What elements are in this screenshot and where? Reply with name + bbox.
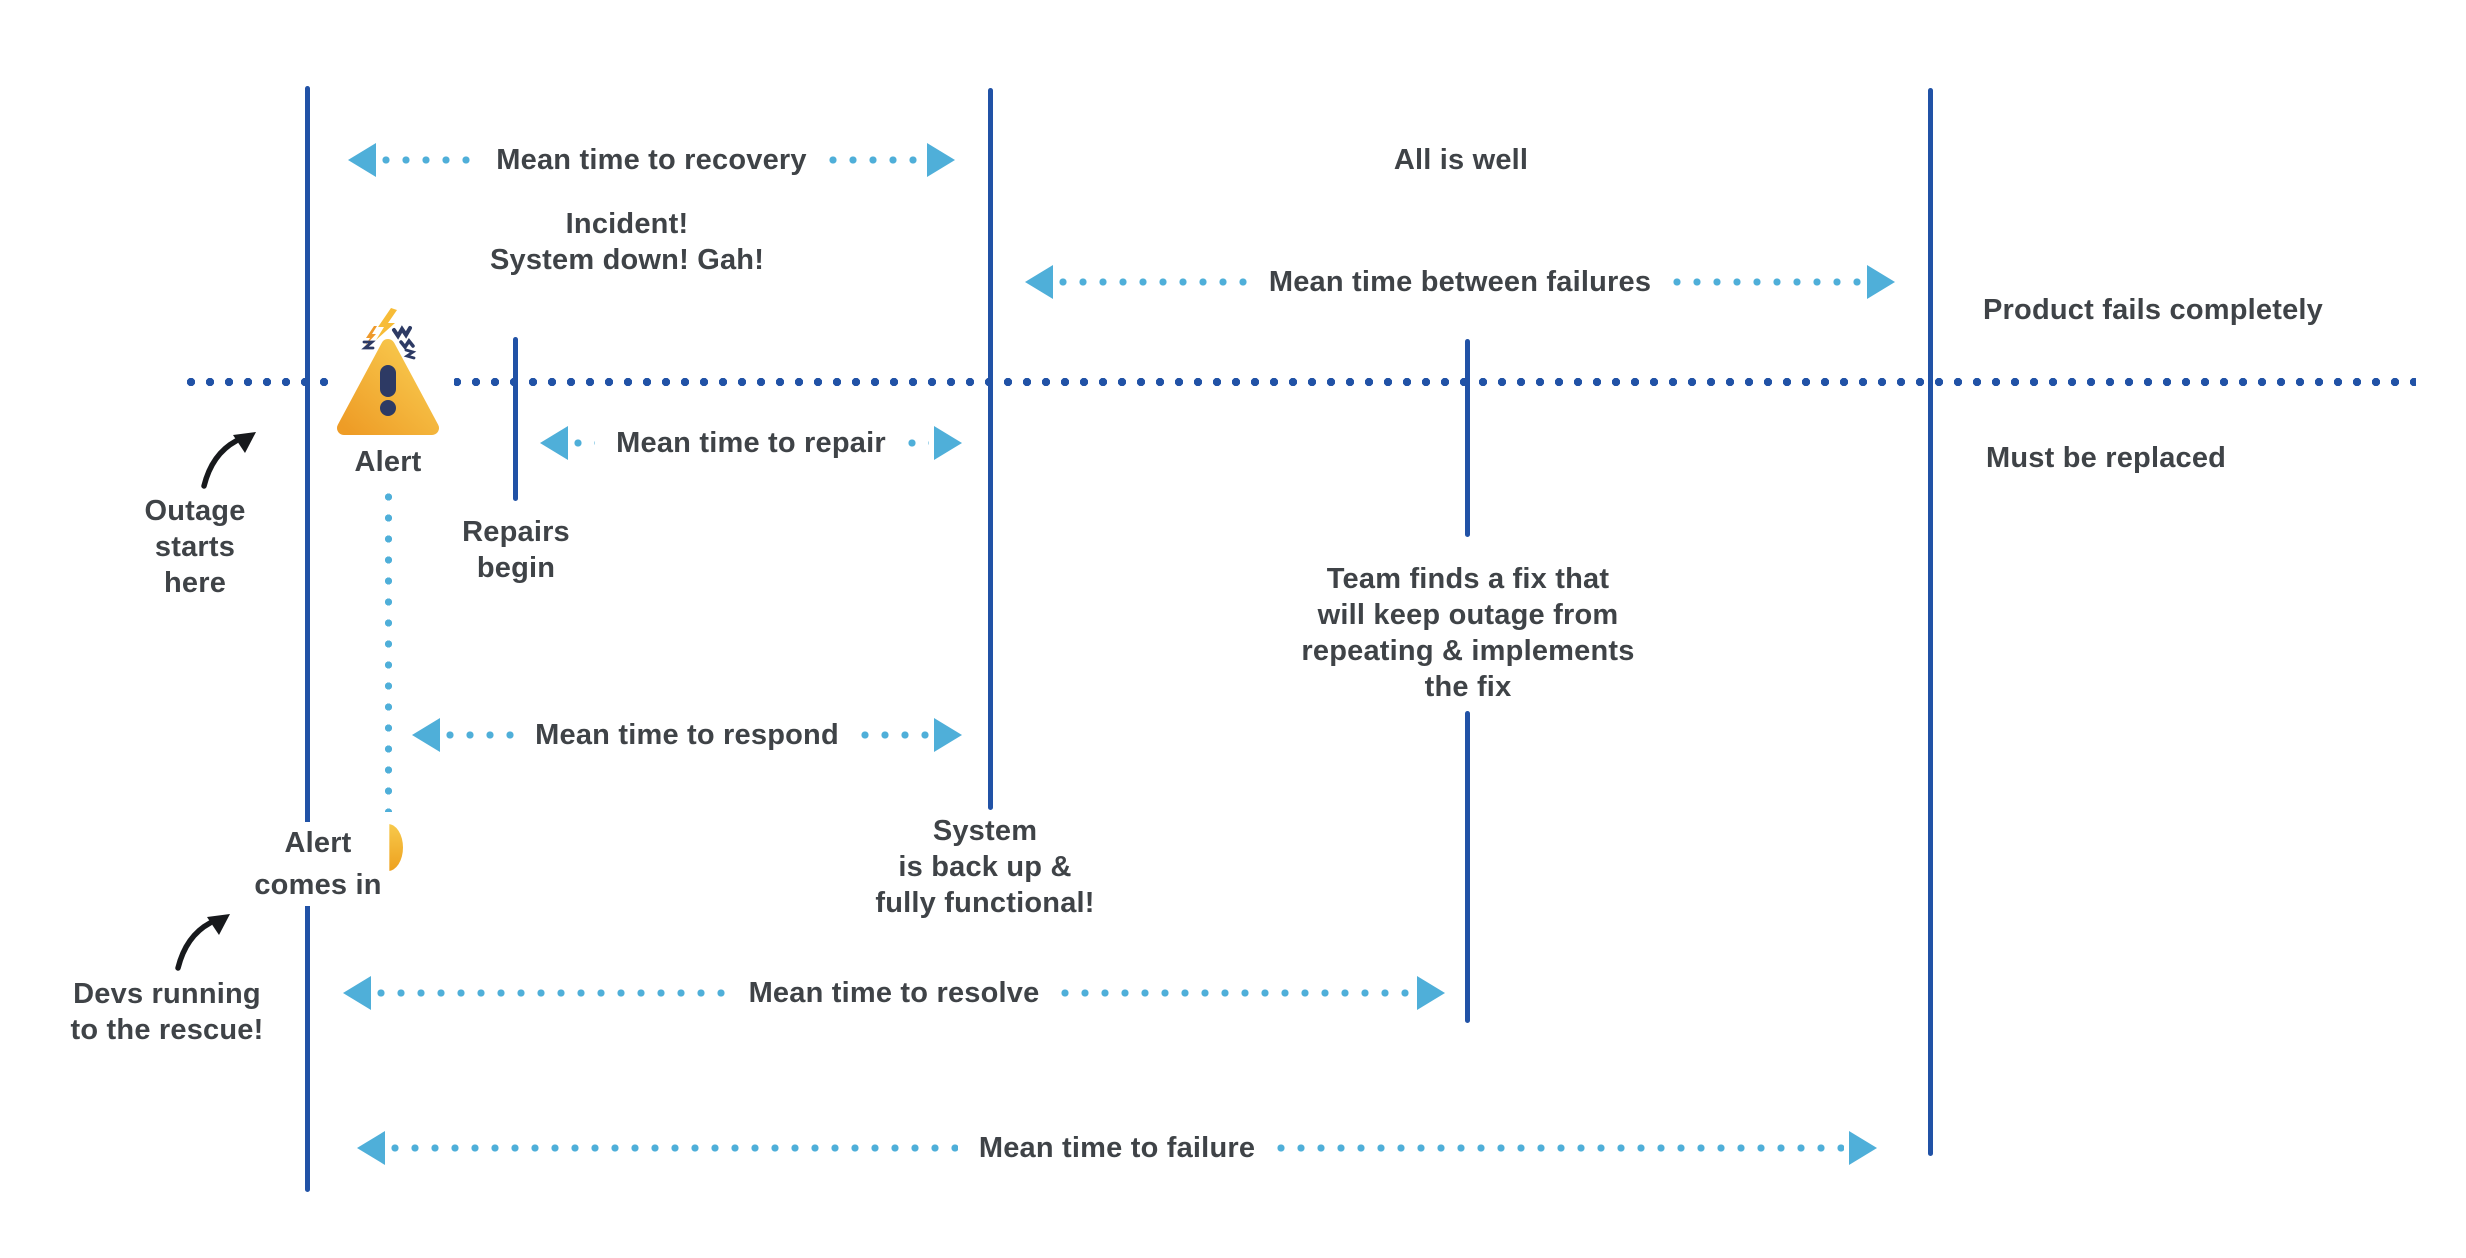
annotation-all-is-well: All is well (1393, 144, 1529, 176)
event-tick-repairs-begin (513, 337, 518, 501)
arrow-mean-time-to-respond: Mean time to respond (412, 717, 963, 753)
alert-sparks-icon (361, 308, 417, 360)
annotation-incident: Incident! System down! Gah! (489, 208, 765, 276)
annotation-team-finds-fix: Team finds a fix that will keep outage f… (1301, 563, 1635, 703)
arrowhead-left-icon (540, 426, 568, 460)
curved-arrow-devs-icon (175, 914, 230, 971)
arrow-mean-time-to-recovery: Mean time to recovery (348, 142, 955, 178)
timeline-baseline-dotted-line (186, 377, 2416, 387)
annotation-alert: Alert (354, 446, 422, 478)
dotted-segment (859, 730, 930, 740)
arrowhead-left-icon (412, 718, 440, 752)
curved-arrow-outage-icon (201, 432, 256, 489)
arrowhead-left-icon (357, 1131, 385, 1165)
annotation-devs-running: Devs running to the rescue! (70, 978, 264, 1046)
warning-triangle-icon (330, 308, 454, 436)
alert-dotted-drop-line (384, 492, 393, 812)
arrowhead-left-icon (348, 143, 376, 177)
arrowhead-right-icon (927, 143, 955, 177)
dotted-segment (827, 155, 922, 165)
event-line-system-restored (988, 88, 993, 810)
arrowhead-right-icon (934, 426, 963, 460)
dotted-segment (1672, 277, 1863, 287)
arrow-label: Mean time to recovery (496, 144, 807, 176)
arrow-mean-time-to-failure: Mean time to failure (357, 1130, 1878, 1166)
arrowhead-right-icon (1867, 265, 1896, 299)
arrow-label: Mean time to resolve (748, 977, 1040, 1009)
dotted-segment (381, 155, 476, 165)
event-line-product-failure (1928, 88, 1933, 1156)
annotation-product-fails: Product fails completely (1983, 294, 2323, 326)
arrowhead-right-icon (934, 718, 963, 752)
dotted-segment (1060, 988, 1412, 998)
dotted-segment (1276, 1143, 1845, 1153)
annotation-system-back-up: System is back up & fully functional! (875, 815, 1095, 919)
annotation-repairs-begin: Repairs begin (462, 516, 570, 584)
annotation-alert-comes-in: Alert comes in (246, 822, 390, 906)
annotation-outage-starts-here: Outage starts here (144, 495, 246, 599)
arrow-label: Mean time to respond (535, 719, 839, 751)
event-tick-team-fix-upper (1465, 339, 1470, 537)
arrow-mean-time-between-failures: Mean time between failures (1025, 264, 1896, 300)
arrow-mean-time-to-resolve: Mean time to resolve (343, 975, 1445, 1011)
arrowhead-left-icon (343, 976, 371, 1010)
event-line-outage-start (305, 86, 310, 1192)
arrow-label: Mean time to failure (978, 1132, 1256, 1164)
arrowhead-right-icon (1417, 976, 1445, 1010)
arrow-label: Mean time between failures (1268, 266, 1652, 298)
dotted-segment (445, 730, 515, 740)
dotted-segment (390, 1143, 958, 1153)
dotted-segment (376, 988, 728, 998)
arrowhead-right-icon (1849, 1131, 1878, 1165)
annotation-must-be-replaced: Must be replaced (1986, 442, 2227, 474)
dotted-segment (906, 438, 930, 448)
dotted-segment (573, 438, 596, 448)
event-tick-team-fix-lower (1465, 711, 1470, 1023)
arrowhead-left-icon (1025, 265, 1053, 299)
arrow-label: Mean time to repair (616, 427, 886, 459)
arrow-mean-time-to-repair: Mean time to repair (540, 425, 963, 461)
dotted-segment (1058, 277, 1248, 287)
